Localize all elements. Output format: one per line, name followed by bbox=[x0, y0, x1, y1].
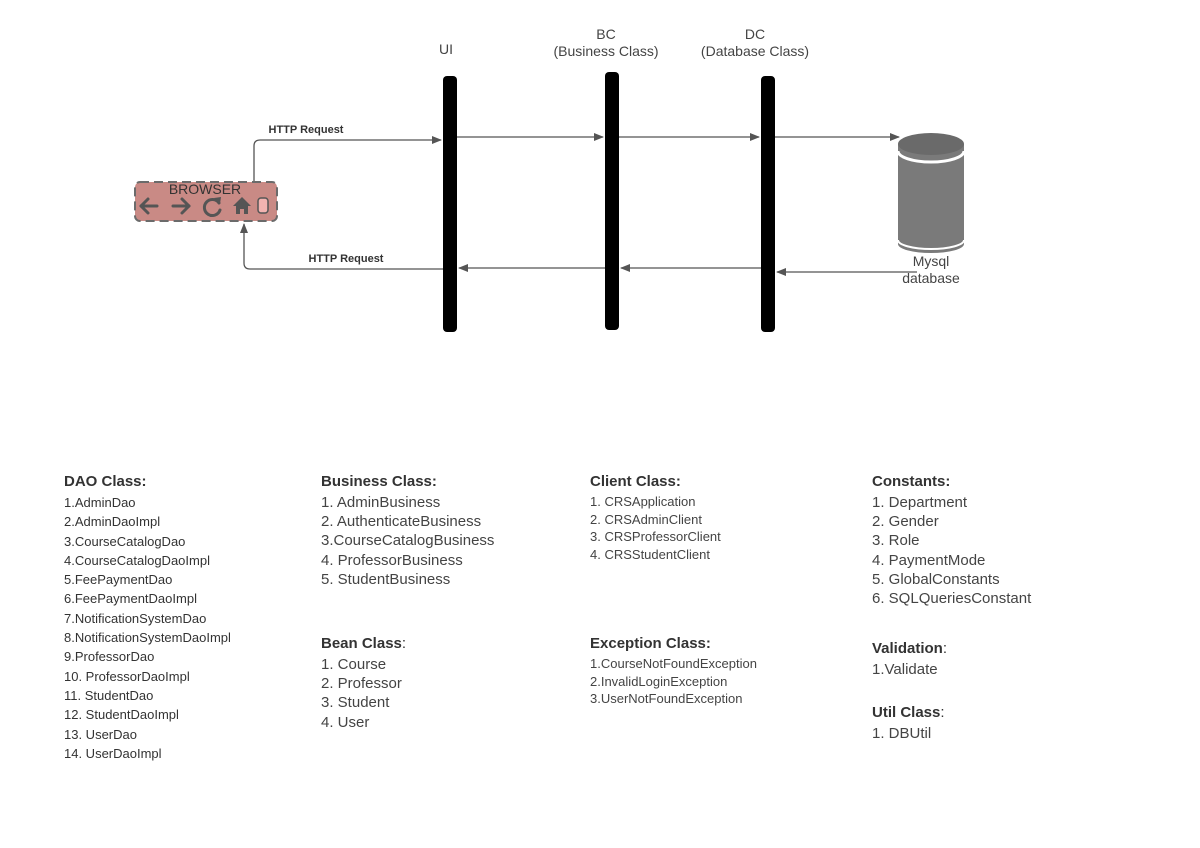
dao-class-list: 1.AdminDao 2.AdminDaoImpl 3.CourseCatalogD… bbox=[64, 493, 231, 763]
exception-class-list: 1.CourseNotFoundException 2.InvalidLoginE… bbox=[590, 655, 757, 708]
util-class-list: 1. DBUtil bbox=[872, 724, 945, 743]
list-item: 14. UserDaoImpl bbox=[64, 745, 162, 761]
dao-class-section: DAO Class: 1.AdminDao 2.AdminDaoImpl 3.Cou… bbox=[64, 472, 231, 763]
mysql-database-icon bbox=[896, 133, 966, 253]
list-item: 1. AdminBusiness bbox=[321, 494, 441, 511]
list-item: 6. SQLQueriesConstant bbox=[872, 590, 1032, 608]
list-item: 9.ProfessorDao bbox=[64, 649, 155, 665]
validation-section: Validation: 1.Validate bbox=[872, 639, 947, 679]
http-response-arrow bbox=[240, 223, 443, 270]
list-item: 3. CRSProfessorClient bbox=[590, 529, 721, 545]
http-request-label-bottom: HTTP Request bbox=[309, 253, 384, 265]
lane-label-ui: UI bbox=[439, 41, 453, 57]
bean-class-title-colon: : bbox=[401, 635, 407, 652]
lane-label-bc: BC bbox=[596, 26, 615, 42]
util-class-section: Util Class: 1. DBUtil bbox=[872, 703, 945, 743]
lane-label-dc: DC bbox=[745, 26, 765, 42]
list-item: 3.CourseCatalogDao bbox=[64, 533, 186, 549]
dao-class-title: DAO Class: bbox=[64, 473, 147, 490]
lifeline-ui bbox=[443, 76, 457, 332]
list-item: 2.InvalidLoginException bbox=[590, 673, 728, 689]
list-item: 3. Student bbox=[321, 694, 390, 712]
validation-title-colon: : bbox=[942, 640, 948, 657]
architecture-diagram: UI BC (Business Class) DC (Database Clas… bbox=[134, 26, 966, 332]
home-icon bbox=[233, 197, 251, 214]
list-item: 8.NotificationSystemDaoImpl bbox=[64, 630, 231, 646]
browser-label: BROWSER bbox=[169, 181, 241, 197]
list-item: 5. GlobalConstants bbox=[872, 570, 1000, 588]
exception-class-section: Exception Class: 1.CourseNotFoundExcepti… bbox=[590, 634, 757, 708]
list-item: 1. Course bbox=[321, 656, 387, 673]
database-label: Mysql bbox=[913, 253, 950, 269]
list-item: 3.CourseCatalogBusiness bbox=[321, 532, 495, 550]
database-sublabel: database bbox=[902, 270, 960, 286]
util-class-title: Util Class: bbox=[872, 703, 945, 722]
list-item: 2. Professor bbox=[321, 675, 402, 693]
client-class-section: Client Class: 1. CRSApplication 2. CRSAdm… bbox=[590, 472, 757, 706]
list-item: 1.AdminDao bbox=[64, 495, 136, 510]
bean-class-title-text: Bean Class bbox=[321, 635, 402, 652]
tab-icon bbox=[257, 197, 269, 214]
http-request-label-top: HTTP Request bbox=[269, 124, 344, 136]
list-item: 1. CRSApplication bbox=[590, 494, 696, 509]
lifeline-dc bbox=[761, 76, 775, 332]
list-item: 3.UserNotFoundException bbox=[590, 691, 743, 707]
constants-title: Constants: bbox=[872, 473, 951, 490]
validation-title: Validation: bbox=[872, 639, 947, 658]
list-item: 1.CourseNotFoundException bbox=[590, 656, 757, 671]
browser-shape: BROWSER bbox=[134, 181, 278, 222]
validation-title-text: Validation bbox=[872, 640, 943, 657]
bean-class-title: Bean Class: bbox=[321, 634, 406, 653]
list-item: 11. StudentDao bbox=[64, 687, 154, 703]
exception-class-title: Exception Class: bbox=[590, 635, 711, 652]
lane-sublabel-dc: (Database Class) bbox=[701, 43, 809, 59]
util-class-title-colon: : bbox=[940, 704, 945, 721]
list-item: 3. Role bbox=[872, 532, 920, 550]
list-item: 2. CRSAdminClient bbox=[590, 511, 702, 527]
reload-icon bbox=[202, 197, 222, 217]
list-item: 2.AdminDaoImpl bbox=[64, 514, 161, 530]
client-class-list: 1. CRSApplication 2. CRSAdminClient 3. CRS… bbox=[590, 493, 721, 564]
lane-sublabel-bc: (Business Class) bbox=[553, 43, 658, 59]
list-item: 1.Validate bbox=[872, 661, 938, 678]
list-item: 4. PaymentMode bbox=[872, 551, 986, 569]
list-item: 6.FeePaymentDaoImpl bbox=[64, 591, 197, 607]
list-item: 4. User bbox=[321, 713, 370, 731]
business-class-title: Business Class: bbox=[321, 473, 437, 490]
util-class-title-text: Util Class bbox=[872, 704, 941, 721]
list-item: 5. StudentBusiness bbox=[321, 570, 451, 588]
http-request-arrow bbox=[253, 136, 442, 182]
list-item: 2. Gender bbox=[872, 513, 939, 531]
list-item: 1. Department bbox=[872, 494, 968, 511]
back-arrow-icon bbox=[139, 197, 159, 215]
lifeline-bc bbox=[605, 72, 619, 330]
forward-arrow-icon bbox=[171, 197, 191, 215]
business-class-section: Business Class: 1. AdminBusiness 2. Authe… bbox=[321, 472, 494, 731]
list-item: 2. AuthenticateBusiness bbox=[321, 513, 482, 531]
list-item: 4.CourseCatalogDaoImpl bbox=[64, 552, 210, 568]
list-item: 10. ProfessorDaoImpl bbox=[64, 668, 190, 684]
list-item: 5.FeePaymentDao bbox=[64, 572, 173, 588]
list-item: 7.NotificationSystemDao bbox=[64, 610, 207, 626]
list-item: 4. CRSStudentClient bbox=[590, 547, 710, 563]
list-item: 13. UserDao bbox=[64, 726, 137, 742]
client-class-title: Client Class: bbox=[590, 473, 681, 490]
list-item: 1. DBUtil bbox=[872, 725, 932, 742]
list-item: 4. ProfessorBusiness bbox=[321, 551, 463, 569]
validation-list: 1.Validate bbox=[872, 660, 947, 679]
list-item: 12. StudentDaoImpl bbox=[64, 707, 179, 723]
